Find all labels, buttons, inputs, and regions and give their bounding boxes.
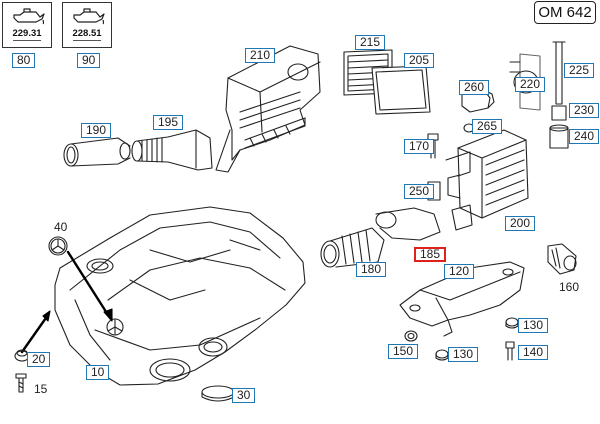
oil-spec-divider (13, 40, 41, 44)
oil-can-icon (73, 8, 105, 25)
part-label-215[interactable]: 215 (355, 35, 386, 50)
cap-30-drawing (201, 385, 235, 402)
part-label-30[interactable]: 30 (232, 388, 256, 403)
engine-code-badge: OM 642 (534, 1, 596, 24)
part-label-205[interactable]: 205 (404, 53, 435, 68)
part-label-150[interactable]: 150 (388, 344, 419, 359)
part-label-225[interactable]: 225 (564, 63, 595, 78)
stud-225-drawing (552, 41, 566, 105)
bolt-140-drawing (505, 341, 515, 361)
hose-185-drawing (375, 207, 441, 241)
oil-spec-divider (73, 40, 101, 44)
part-label-80[interactable]: 80 (12, 53, 36, 68)
oil-spec-box-2: 228.51 (62, 2, 112, 48)
part-label-10[interactable]: 10 (86, 365, 110, 380)
part-label-230[interactable]: 230 (569, 103, 600, 118)
part-label-260[interactable]: 260 (459, 80, 490, 95)
bolt-15-drawing (15, 373, 27, 393)
part-label-185-selected[interactable]: 185 (414, 247, 447, 262)
part-label-130-lower[interactable]: 130 (448, 347, 479, 362)
part-label-140[interactable]: 140 (518, 345, 549, 360)
oil-spec-value: 229.31 (12, 28, 42, 39)
part-label-240[interactable]: 240 (569, 129, 600, 144)
part-label-250[interactable]: 250 (404, 184, 435, 199)
part-label-160[interactable]: 160 (559, 280, 580, 294)
sensor-260-drawing (461, 89, 495, 113)
nut-150-drawing (404, 330, 418, 342)
oil-spec-value: 228.51 (72, 28, 102, 39)
part-label-40[interactable]: 40 (54, 220, 68, 234)
housing-200-drawing (447, 129, 529, 231)
part-label-220[interactable]: 220 (515, 77, 546, 92)
star-emblem-drawing (48, 236, 68, 256)
part-label-120[interactable]: 120 (444, 264, 475, 279)
hose-190-drawing (63, 137, 131, 167)
part-label-130-upper[interactable]: 130 (518, 318, 549, 333)
part-label-265[interactable]: 265 (472, 119, 503, 134)
duct-195-drawing (131, 129, 213, 171)
part-label-195[interactable]: 195 (153, 115, 184, 130)
sensor-160-drawing (547, 243, 577, 275)
oil-can-icon (13, 8, 45, 25)
oil-spec-box-1: 229.31 (2, 2, 52, 48)
part-label-15[interactable]: 15 (34, 382, 48, 396)
bracket-120-drawing (399, 261, 525, 337)
part-label-180[interactable]: 180 (356, 262, 387, 277)
part-label-210[interactable]: 210 (245, 48, 276, 63)
bushing-230-drawing (551, 105, 567, 121)
part-label-190[interactable]: 190 (81, 123, 112, 138)
engine-cover-drawing (54, 206, 306, 386)
part-label-20[interactable]: 20 (27, 352, 51, 367)
filter-element-205-drawing (371, 65, 431, 115)
part-label-170[interactable]: 170 (404, 139, 435, 154)
part-label-200[interactable]: 200 (505, 216, 536, 231)
part-label-90[interactable]: 90 (77, 53, 101, 68)
bushing-240-drawing (549, 124, 569, 149)
filter-housing-210-drawing (215, 45, 321, 173)
